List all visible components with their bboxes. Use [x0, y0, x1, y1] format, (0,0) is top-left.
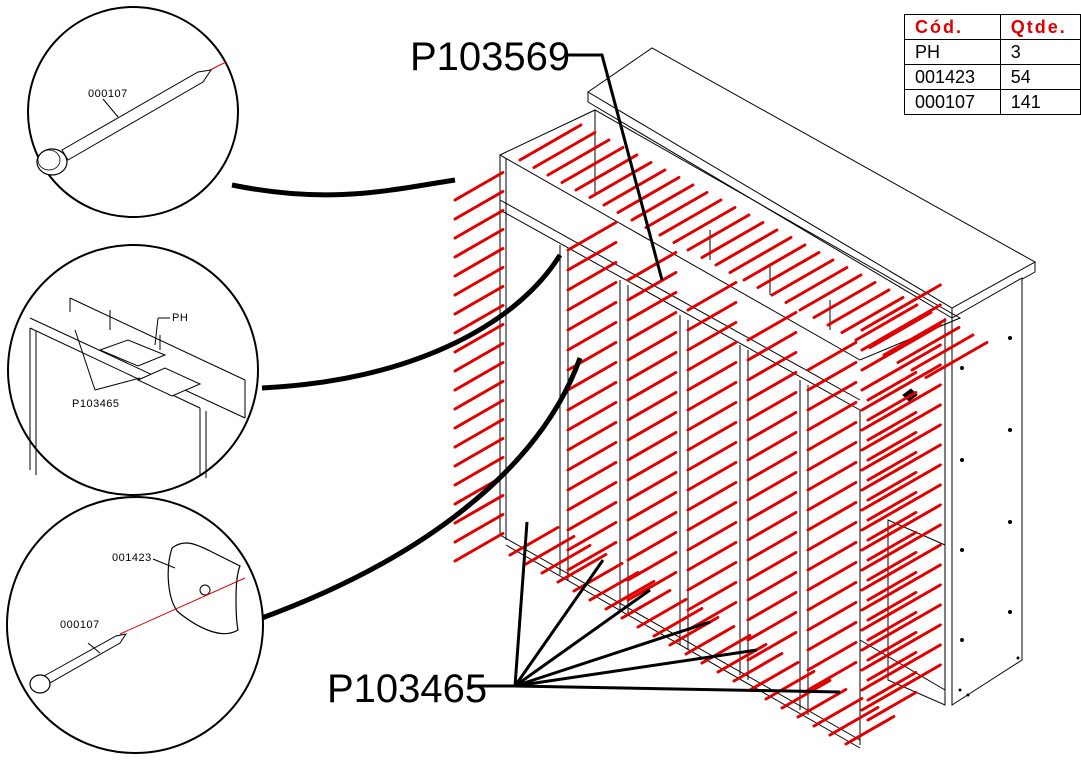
table-row: 001423 54	[904, 64, 1081, 90]
row-code: PH	[904, 39, 1001, 65]
right-compartment	[887, 519, 946, 706]
row-code: 001423	[904, 64, 1001, 90]
callout-top-panel: P103569	[410, 35, 570, 79]
nail-head	[36, 148, 68, 176]
vertical-dividers	[559, 245, 861, 745]
leader-lines	[231, 53, 841, 694]
leader-dividers	[470, 521, 841, 694]
row-qty: 3	[999, 39, 1081, 65]
detail-joint: PH P103465	[7, 244, 259, 496]
table-row: PH 3	[904, 39, 1081, 65]
plate-code-label: 001423	[112, 552, 152, 564]
row-code: 000107	[904, 89, 1001, 115]
table-header-row: Cód. Qtde.	[904, 14, 1081, 40]
cabinet-drawing	[498, 47, 1037, 749]
header-code: Cód.	[904, 14, 1001, 40]
callout-dividers: P103465	[327, 667, 487, 711]
row-qty: 141	[999, 89, 1081, 115]
joint-ph-label: PH	[172, 312, 188, 324]
detail-plate: 001423 000107	[6, 496, 264, 754]
nail-head-2	[29, 674, 51, 694]
table-row: 000107 141	[904, 89, 1081, 115]
header-qty: Qtde.	[999, 14, 1081, 40]
detail-curve-2	[261, 253, 563, 391]
joint-panel-label: P103465	[72, 398, 120, 410]
parts-table: Cód. Qtde. PH 3 001423 54 000107 141	[904, 14, 1081, 115]
upper-beam	[498, 109, 962, 361]
nail-code-label: 000107	[88, 88, 128, 100]
plate-nail-code-label: 000107	[60, 619, 100, 631]
detail-curve-3	[261, 357, 583, 621]
right-side-panel	[951, 277, 1023, 706]
nail-strokes	[453, 123, 989, 746]
screw-holes	[958, 336, 1020, 697]
detail-nail: 000107	[27, 6, 239, 218]
leader-top-panel	[565, 53, 664, 281]
row-qty: 54	[999, 64, 1081, 90]
detail-curve-1	[231, 177, 456, 198]
